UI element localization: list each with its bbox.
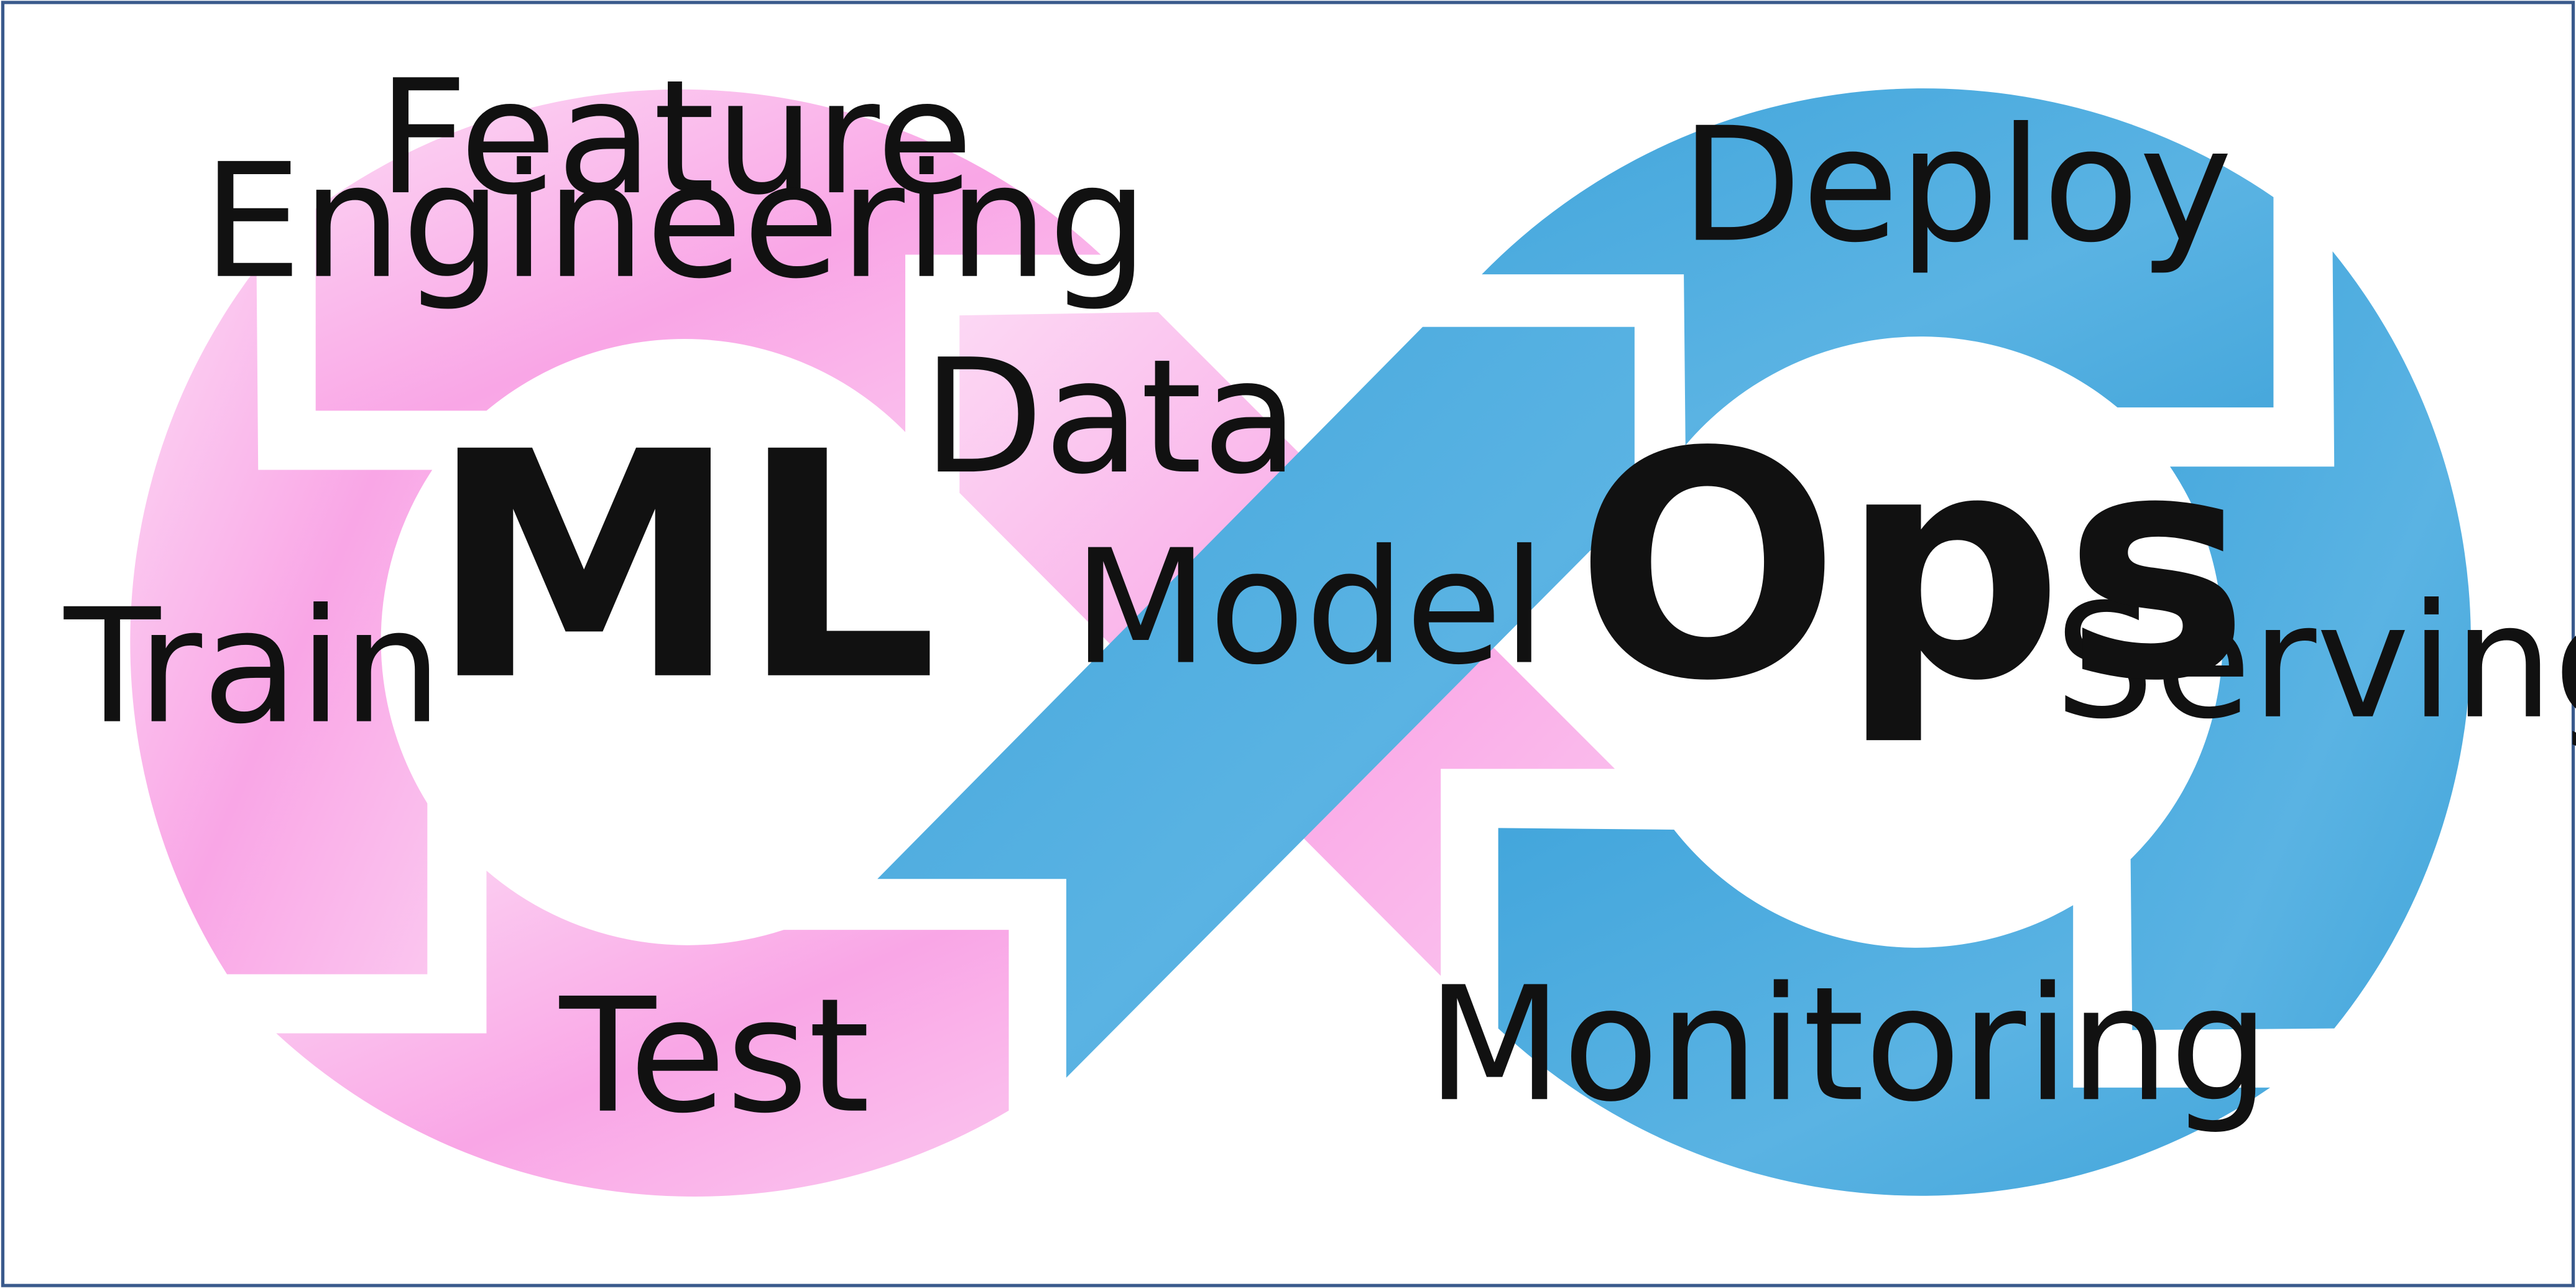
data-label: Data [922,325,1298,509]
monitoring-segment [1498,828,2271,1196]
feature-engineering-label-line2: Engineering [202,130,1148,313]
ml-hub-label: ML [429,386,938,749]
model-label: Model [1073,516,1546,700]
model-band-segment [877,327,1635,1078]
train-segment [130,267,433,975]
ops-loop [877,88,2471,1196]
monitoring-label: Monitoring [1426,953,2269,1136]
step-labels: Feature Engineering Data Train Test Depl… [63,46,2576,1148]
deploy-segment [1482,88,2274,445]
test-segment [276,871,1009,1197]
train-label: Train [63,575,442,759]
serving-segment [2130,251,2471,1031]
deploy-label: Deploy [1681,94,2233,277]
feature-engineering-segment [315,89,1101,432]
feature-engineering-label-line1: Feature [377,46,973,229]
hub-labels: ML Ops [429,386,2250,749]
ops-hub-label: Ops [1575,386,2250,749]
serving-label: Serving [2054,570,2576,754]
test-label: Test [559,965,870,1148]
